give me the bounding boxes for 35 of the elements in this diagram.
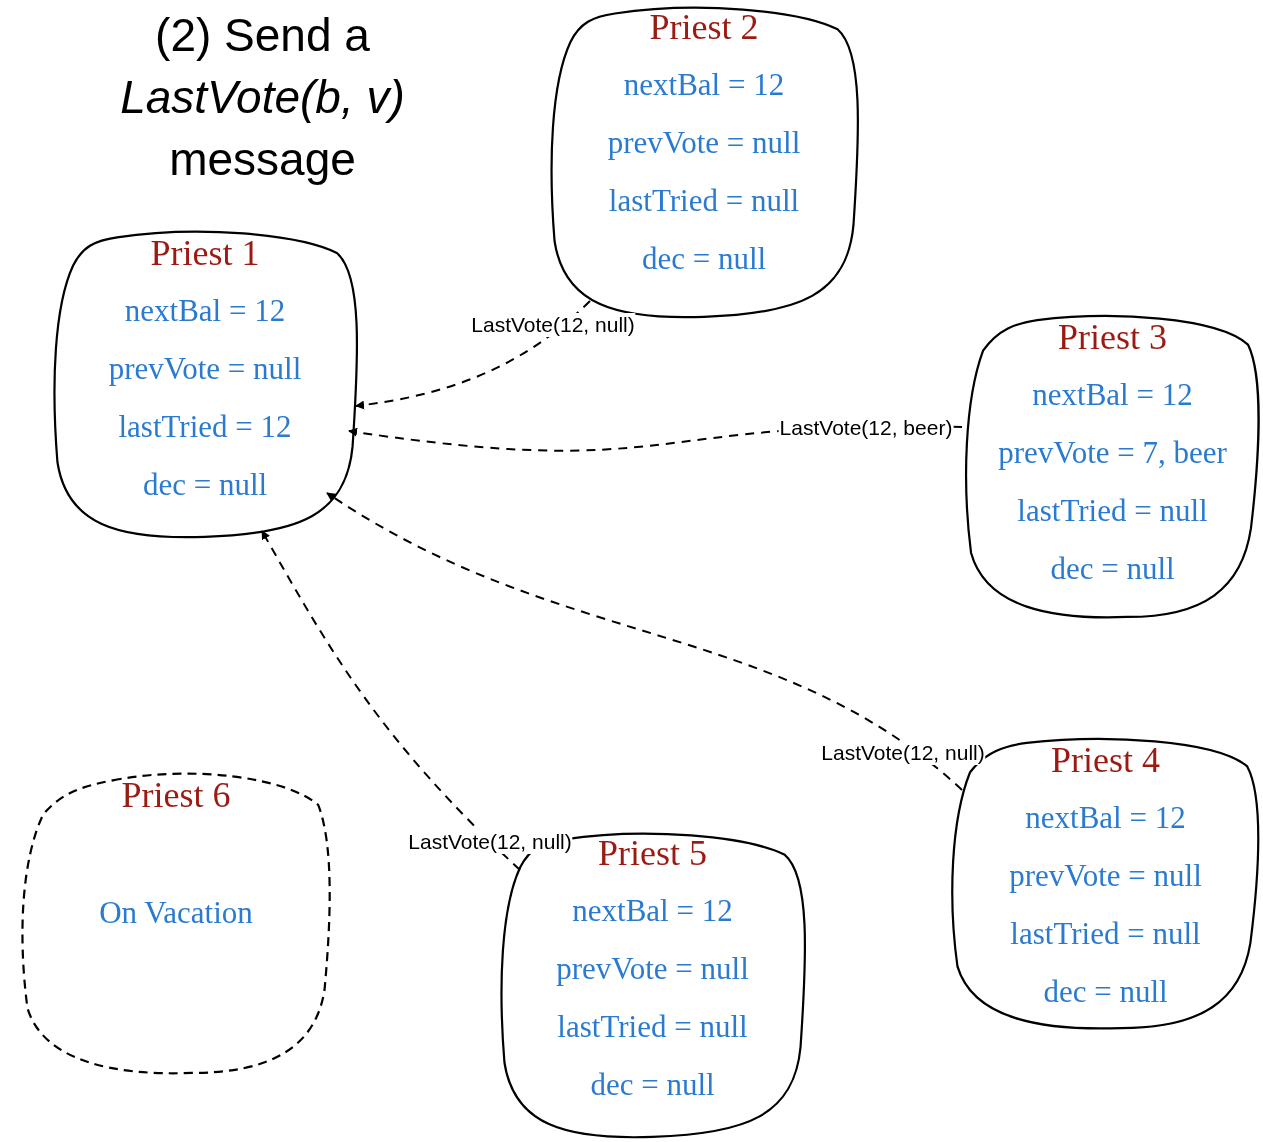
state-value: lastTried = null bbox=[608, 182, 800, 220]
state-value: dec = null bbox=[1050, 550, 1175, 588]
state-value: prevVote = null bbox=[108, 350, 302, 388]
priest-name: Priest 6 bbox=[121, 774, 231, 816]
state-value: lastTried = null bbox=[1010, 915, 1201, 953]
state-value: dec = null bbox=[590, 1066, 715, 1104]
state-value: lastTried = 12 bbox=[118, 408, 292, 446]
message-arrow bbox=[326, 492, 963, 791]
message-arrow bbox=[261, 530, 521, 871]
state-value: On Vacation bbox=[99, 894, 253, 932]
message-arrow bbox=[355, 300, 591, 410]
state-value: prevVote = null bbox=[556, 950, 749, 988]
state-value: lastTried = null bbox=[557, 1008, 748, 1046]
state-value: nextBal = 12 bbox=[572, 892, 733, 930]
state-value: prevVote = null bbox=[1009, 857, 1202, 895]
priest-name: Priest 5 bbox=[598, 832, 707, 874]
priest-name: Priest 1 bbox=[150, 232, 260, 274]
priest-name: Priest 4 bbox=[1051, 739, 1160, 781]
priest-name: Priest 2 bbox=[649, 6, 759, 48]
state-value: nextBal = 12 bbox=[623, 66, 785, 104]
edge-label: LastVote(12, null) bbox=[407, 830, 573, 854]
title: (2) Send a LastVote(b, v) message bbox=[119, 8, 406, 187]
state-value: dec = null bbox=[641, 240, 767, 278]
state-value: nextBal = 12 bbox=[1025, 799, 1186, 837]
priest-node bbox=[962, 314, 1263, 620]
edge-label: LastVote(12, null) bbox=[820, 741, 986, 765]
state-value: nextBal = 12 bbox=[1032, 376, 1193, 414]
state-value: dec = null bbox=[142, 466, 268, 504]
state-value: nextBal = 12 bbox=[124, 292, 286, 330]
state-value: prevVote = 7, beer bbox=[998, 434, 1227, 472]
state-value: lastTried = null bbox=[1017, 492, 1208, 530]
state-value: prevVote = null bbox=[607, 124, 801, 162]
edge-label: LastVote(12, null) bbox=[470, 313, 636, 337]
state-value: dec = null bbox=[1043, 973, 1168, 1011]
priest-name: Priest 3 bbox=[1058, 316, 1167, 358]
